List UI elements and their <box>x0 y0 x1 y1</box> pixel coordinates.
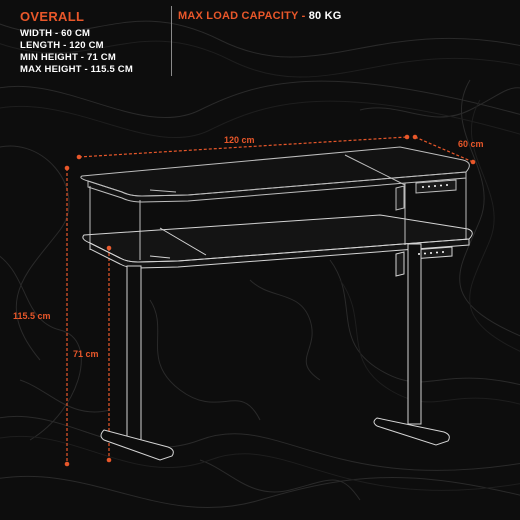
desk-hook <box>395 251 405 277</box>
dimension-dot <box>470 159 476 165</box>
dimension-lines <box>64 134 476 467</box>
left-foot <box>100 429 174 461</box>
max-load-capacity: MAX LOAD CAPACITY - 80 KG <box>178 10 342 22</box>
spec-min-height: MIN HEIGHT - 71 CM <box>20 52 116 63</box>
max-height-dimension-label: 115.5 cm <box>13 311 51 321</box>
spec-max-height: MAX HEIGHT - 115.5 CM <box>20 64 133 75</box>
raised-hook <box>395 185 405 211</box>
overall-title: OVERALL <box>20 9 85 24</box>
spec-width: WIDTH - 60 CM <box>20 28 91 39</box>
depth-dimension-label: 60 cm <box>458 139 484 149</box>
header-divider <box>171 6 172 76</box>
dimension-dot <box>64 165 70 171</box>
dimension-dot <box>106 457 112 463</box>
max-load-label: MAX LOAD CAPACITY - <box>178 10 309 22</box>
control-panel-buttons <box>422 184 448 188</box>
dimension-dot <box>106 245 112 251</box>
raised-desk-frame <box>89 176 467 260</box>
desktop-edge <box>89 238 470 269</box>
min-height-dimension-label: 71 cm <box>73 349 99 359</box>
depth-dimension-line <box>414 136 474 163</box>
dimension-dot <box>412 134 418 140</box>
left-leg <box>126 265 142 441</box>
max-load-value: 80 KG <box>308 10 342 22</box>
dimension-dot <box>404 134 410 140</box>
control-panel-buttons-lower <box>418 251 444 255</box>
dimension-dot <box>64 461 70 467</box>
right-foot <box>373 417 450 446</box>
spec-length: LENGTH - 120 CM <box>20 40 104 51</box>
desk-lowered-position <box>82 214 473 461</box>
raised-control-panel <box>415 179 457 194</box>
right-leg <box>407 243 422 425</box>
dimension-dot <box>76 154 82 160</box>
width-dimension-label: 120 cm <box>224 135 255 145</box>
desk-raised-position <box>80 146 470 260</box>
